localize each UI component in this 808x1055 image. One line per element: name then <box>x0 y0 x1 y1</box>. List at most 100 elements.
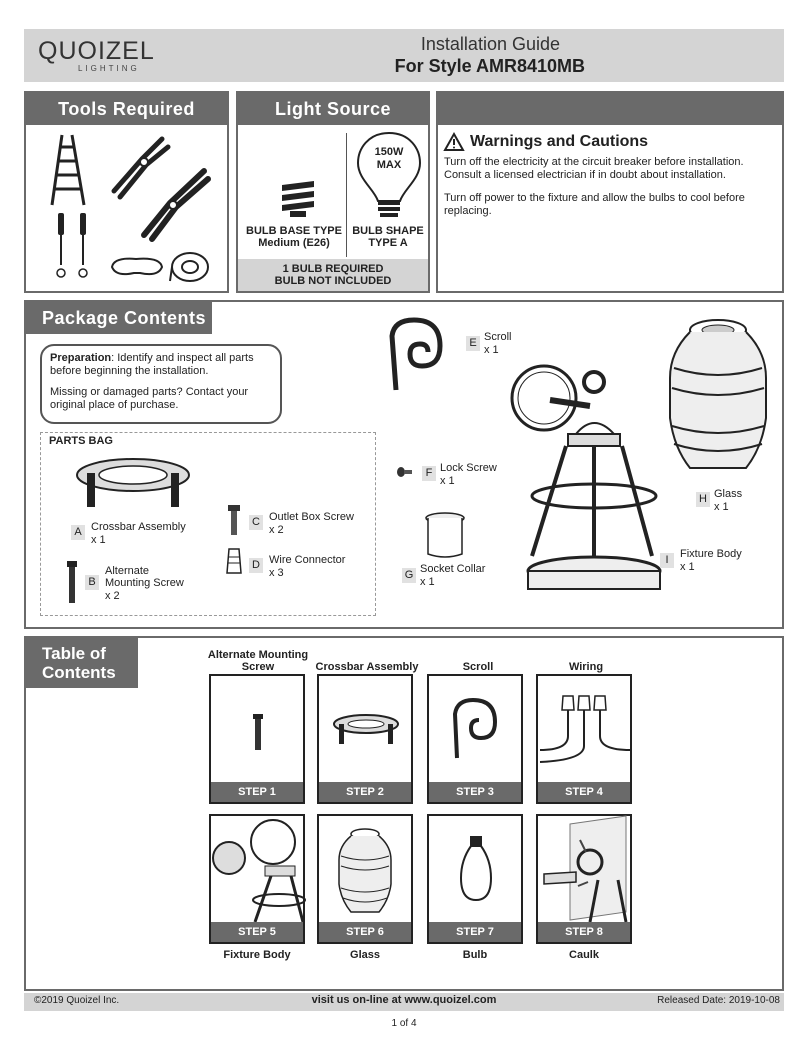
toc-heading-line1: Table of <box>42 644 106 663</box>
wire-stripper-icon <box>141 168 211 242</box>
toc-heading-line2: Contents <box>42 663 116 682</box>
part-name-h: Glass <box>714 488 743 500</box>
part-name-f: Lock Screw <box>440 462 497 474</box>
light-source-panel: Light Source BULB BASE TYPE Medium (E26)… <box>236 91 430 293</box>
step2-card[interactable]: STEP 2 <box>317 674 413 804</box>
warnings-panel: Warnings and Cautions Turn off the elect… <box>436 91 784 293</box>
pliers-icon <box>111 136 171 200</box>
step4-title: Wiring <box>568 661 604 673</box>
warnings-para2: Turn off power to the fixture and allow … <box>444 192 745 217</box>
copyright-symbol: © <box>34 995 42 1006</box>
copyright-text: 2019 Quoizel Inc. <box>41 995 120 1006</box>
package-heading: Package Contents <box>26 302 212 334</box>
part-name-a: Crossbar Assembly <box>91 521 186 533</box>
step3-title: Scroll <box>462 661 494 673</box>
safety-glasses-icon <box>110 257 164 276</box>
brand-name: QUOIZEL <box>38 37 155 65</box>
header-bar <box>24 29 784 82</box>
part-qty-g: x 1 <box>420 576 435 588</box>
step5-title: Fixture Body <box>223 949 291 961</box>
release-date: Released Date: 2019-10-08 <box>657 995 780 1006</box>
step8-card[interactable]: STEP 8 <box>536 814 632 944</box>
bulb-shape-value: TYPE A <box>368 237 408 249</box>
step3-card[interactable]: STEP 3 <box>427 674 523 804</box>
prep-text: : Identify and inspect all parts before … <box>50 352 254 377</box>
step4-card[interactable]: STEP 4 <box>536 674 632 804</box>
parts-bag-box: PARTS BAG A Crossbar Assembly x 1 B Alte… <box>40 432 376 616</box>
part-qty-f: x 1 <box>440 475 455 487</box>
mounting-screw-icon <box>253 714 263 750</box>
warnings-para1: Turn off the electricity at the circuit … <box>444 156 744 181</box>
part-name-g: Socket Collar <box>420 563 486 575</box>
part-letter-b: B <box>85 575 99 590</box>
website-link[interactable]: visit us on-line at www.quoizel.com <box>311 994 497 1006</box>
warnings-heading: Warnings and Cautions <box>470 133 649 150</box>
step7-label: STEP 7 <box>429 922 521 942</box>
brand-logo: QUOIZEL LIGHTING <box>38 38 188 78</box>
part-qty-b: x 2 <box>105 590 120 602</box>
guide-title: Installation Guide <box>420 34 560 54</box>
parts-bag-label: PARTS BAG <box>49 435 113 447</box>
tools-heading: Tools Required <box>26 93 227 125</box>
light-source-divider <box>346 133 347 257</box>
step1-title: Alternate Mounting Screw <box>207 649 309 673</box>
part-name-b: Alternate Mounting Screw <box>105 565 184 589</box>
lock-screw-icon <box>397 467 412 477</box>
screwdrivers-icon <box>56 213 88 278</box>
step5-card[interactable]: STEP 5 <box>209 814 306 944</box>
part-letter-e: E <box>466 336 480 351</box>
tools-panel: Tools Required <box>24 91 229 293</box>
page-number: 1 of 4 <box>391 1018 417 1029</box>
bulb-required: 1 BULB REQUIRED <box>282 263 384 275</box>
step7-title: Bulb <box>462 949 488 961</box>
step7-card[interactable]: STEP 7 <box>427 814 523 944</box>
warning-icon <box>443 131 465 151</box>
footer-bar <box>24 993 784 1011</box>
wire-connector-icon <box>226 548 242 574</box>
mounting-screw-icon <box>67 561 77 603</box>
part-name-c: Outlet Box Screw <box>269 511 354 523</box>
part-letter-c: C <box>249 515 263 530</box>
glass-icon <box>338 828 392 913</box>
brand-sub: LIGHTING <box>78 64 140 73</box>
part-letter-a: A <box>71 525 85 540</box>
tape-roll-icon <box>169 252 209 282</box>
guide-style: For Style AMR8410MB <box>394 56 585 76</box>
outlet-screw-icon <box>228 505 240 535</box>
toc-panel: Table of Contents Alternate Mounting Scr… <box>24 636 784 991</box>
step8-title: Caulk <box>569 949 599 961</box>
step4-label: STEP 4 <box>538 782 630 802</box>
step2-title: Crossbar Assembly <box>315 661 419 673</box>
part-qty-i: x 1 <box>680 561 695 573</box>
step1-label: STEP 1 <box>211 782 303 802</box>
part-qty-d: x 3 <box>269 567 284 579</box>
step6-card[interactable]: STEP 6 <box>317 814 413 944</box>
bulb-shape-icon <box>356 131 422 217</box>
part-letter-g: G <box>402 568 416 583</box>
fixture-body-icon <box>510 364 662 590</box>
preparation-box: Preparation: Identify and inspect all pa… <box>40 344 282 424</box>
scroll-icon <box>452 697 498 759</box>
step2-label: STEP 2 <box>319 782 411 802</box>
step1-card[interactable]: STEP 1 <box>209 674 305 804</box>
part-qty-h: x 1 <box>714 501 729 513</box>
bulb-base-icon <box>282 181 314 217</box>
part-qty-e: x 1 <box>484 344 499 356</box>
part-qty-c: x 2 <box>269 524 284 536</box>
wattage-max: MAX <box>376 159 402 171</box>
prep-bold: Preparation <box>50 352 112 364</box>
step5-label: STEP 5 <box>211 922 303 942</box>
part-letter-d: D <box>249 558 263 573</box>
base-type-label: BULB BASE TYPE <box>246 225 342 237</box>
light-source-heading: Light Source <box>238 93 428 125</box>
bulb-shape-label: BULB SHAPE <box>352 225 424 237</box>
preparation-text: Preparation: Identify and inspect all pa… <box>50 352 272 378</box>
socket-collar-icon <box>425 512 465 558</box>
wiring-icon <box>539 695 631 763</box>
package-panel: Package Contents Preparation: Identify a… <box>24 300 784 629</box>
scroll-icon <box>389 317 443 391</box>
fixture-mount-icon <box>212 819 306 923</box>
caulk-icon <box>543 815 628 923</box>
glass-icon <box>669 319 767 469</box>
bulb-icon <box>459 836 493 902</box>
